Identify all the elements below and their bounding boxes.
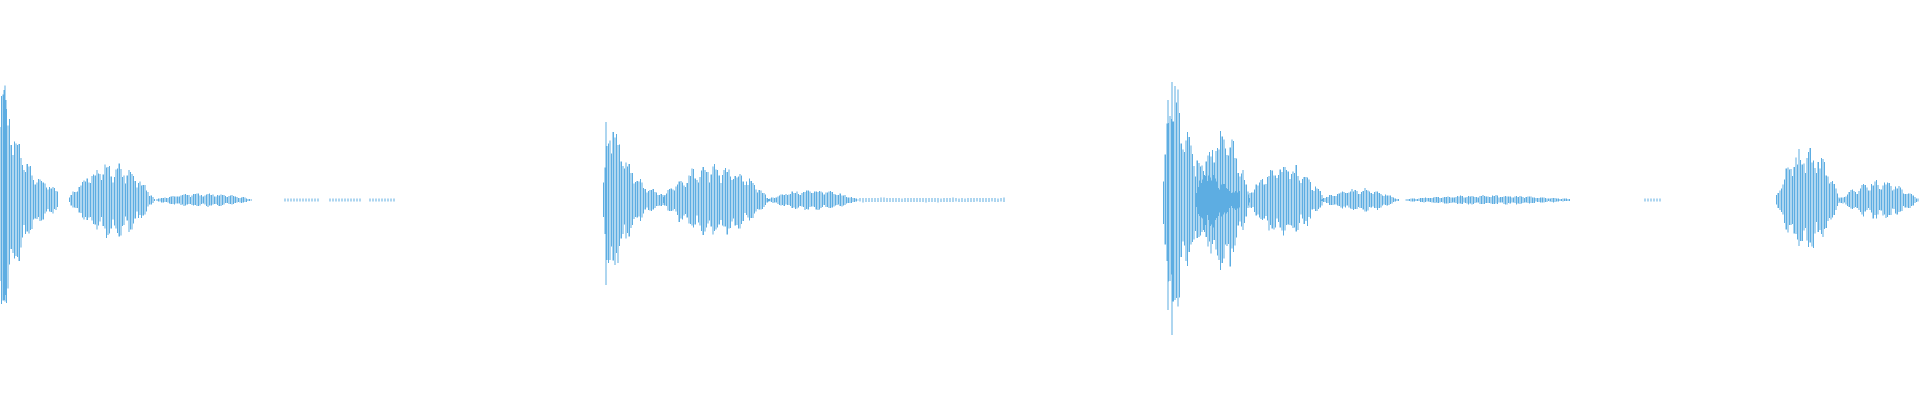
waveform-group bbox=[0, 82, 1919, 335]
